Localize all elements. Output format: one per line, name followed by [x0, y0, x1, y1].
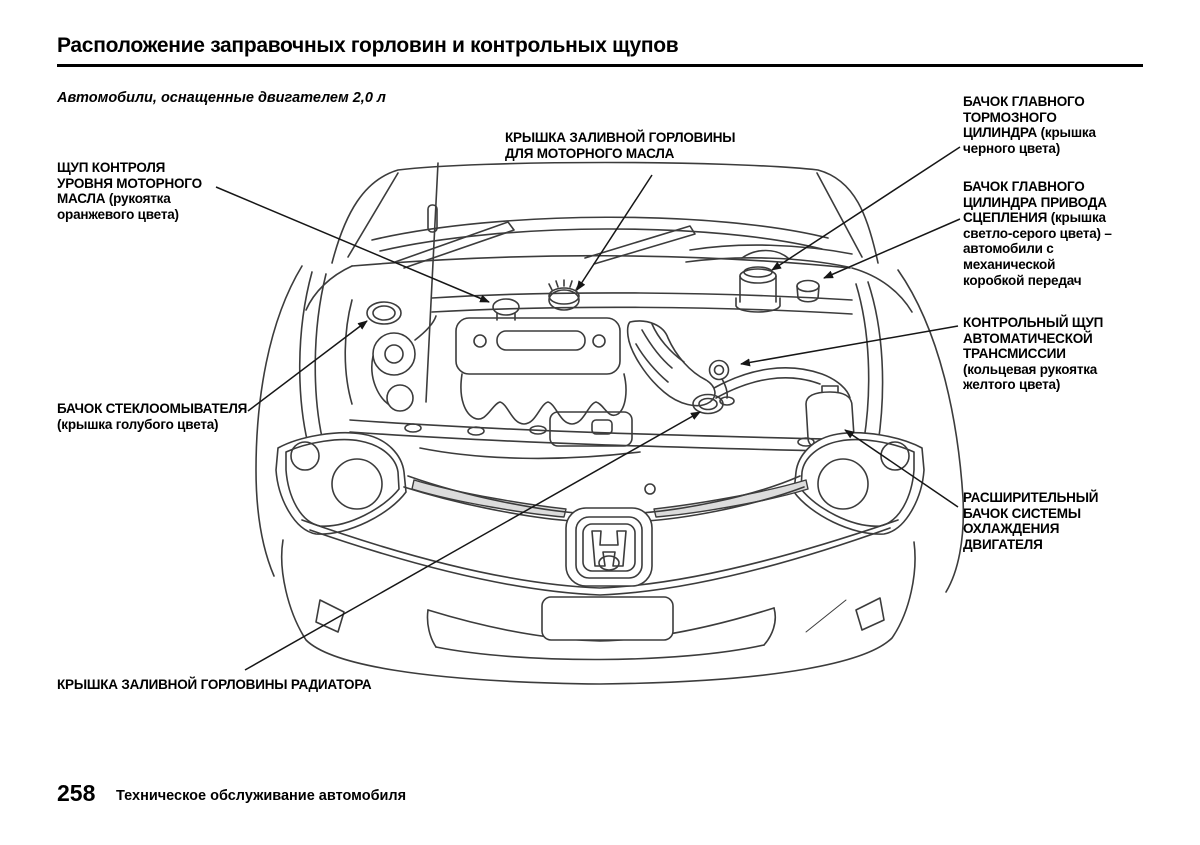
footer-section-title: Техническое обслуживание автомобиля: [116, 788, 407, 804]
leader-radiator-cap: [245, 412, 701, 670]
callout-oil-filler-cap: КРЫШКА ЗАЛИВНОЙ ГОРЛОВИНЫ ДЛЯ МОТОРНОГО …: [505, 130, 736, 161]
atf-dipstick-ring: [710, 361, 735, 406]
leader-atf-dipstick: [740, 326, 958, 367]
parking-sensor: [645, 484, 655, 494]
leader-oil-dipstick: [216, 187, 490, 302]
left-headlight: [276, 433, 406, 534]
callout-leader-lines: [216, 147, 960, 670]
radiator-cap: [693, 395, 723, 414]
clutch-fluid-reservoir: [797, 281, 819, 302]
front-panel: [302, 520, 898, 595]
callout-radiator-cap: КРЫШКА ЗАЛИВНОЙ ГОРЛОВИНЫ РАДИАТОРА: [57, 677, 372, 692]
callout-oil-dipstick: ЩУП КОНТРОЛЯ УРОВНЯ МОТОРНОГО МАСЛА (рук…: [57, 160, 202, 222]
footer-page-number: 258: [57, 780, 96, 806]
oil-dipstick-cap: [493, 299, 519, 320]
page-title: Расположение заправочных горловин и конт…: [57, 34, 679, 57]
callout-atf-dipstick: КОНТРОЛЬНЫЙ ЩУП АВТОМАТИЧЕСКОЙ ТРАНСМИСС…: [963, 315, 1104, 393]
callout-washer-reservoir: БАЧОК СТЕКЛООМЫВАТЕЛЯ (крышка голубого ц…: [57, 401, 248, 432]
accessory-drive: [345, 300, 436, 411]
honda-h-icon: [592, 531, 626, 566]
right-bumper-vent: [856, 598, 884, 630]
right-headlight: [794, 433, 924, 534]
leader-coolant-tank: [844, 430, 958, 507]
callout-coolant-tank: РАСШИРИТЕЛЬНЫЙ БАЧОК СИСТЕМЫ ОХЛАЖДЕНИЯ …: [963, 490, 1099, 552]
inner-fenders: [256, 266, 963, 592]
washer-fluid-cap: [367, 302, 401, 324]
air-intake-duct: [628, 321, 715, 406]
front-grille: [404, 476, 808, 521]
leader-oil-filler-cap: [577, 175, 652, 291]
subtitle-engine-variant: Автомобили, оснащенные двигателем 2,0 л: [57, 90, 386, 106]
callout-clutch-reservoir: БАЧОК ГЛАВНОГО ЦИЛИНДРА ПРИВОДА СЦЕПЛЕНИ…: [963, 179, 1112, 288]
leader-clutch-reservoir: [823, 219, 960, 278]
title-rule: [57, 64, 1143, 67]
coolant-hoses: [714, 368, 850, 398]
callout-brake-reservoir: БАЧОК ГЛАВНОГО ТОРМОЗНОГО ЦИЛИНДРА (крыш…: [963, 94, 1096, 156]
honda-logo-badge: [566, 508, 652, 586]
radiator-support: [350, 420, 868, 452]
leader-brake-reservoir: [771, 147, 960, 270]
oil-filler-cap: [549, 280, 579, 310]
brake-fluid-reservoir: [736, 267, 780, 312]
front-bumper: [282, 540, 915, 684]
left-bumper-vent: [316, 600, 344, 632]
hood-prop-rod: [426, 163, 438, 402]
license-plate: [542, 597, 673, 640]
leader-washer-cap: [248, 320, 368, 411]
